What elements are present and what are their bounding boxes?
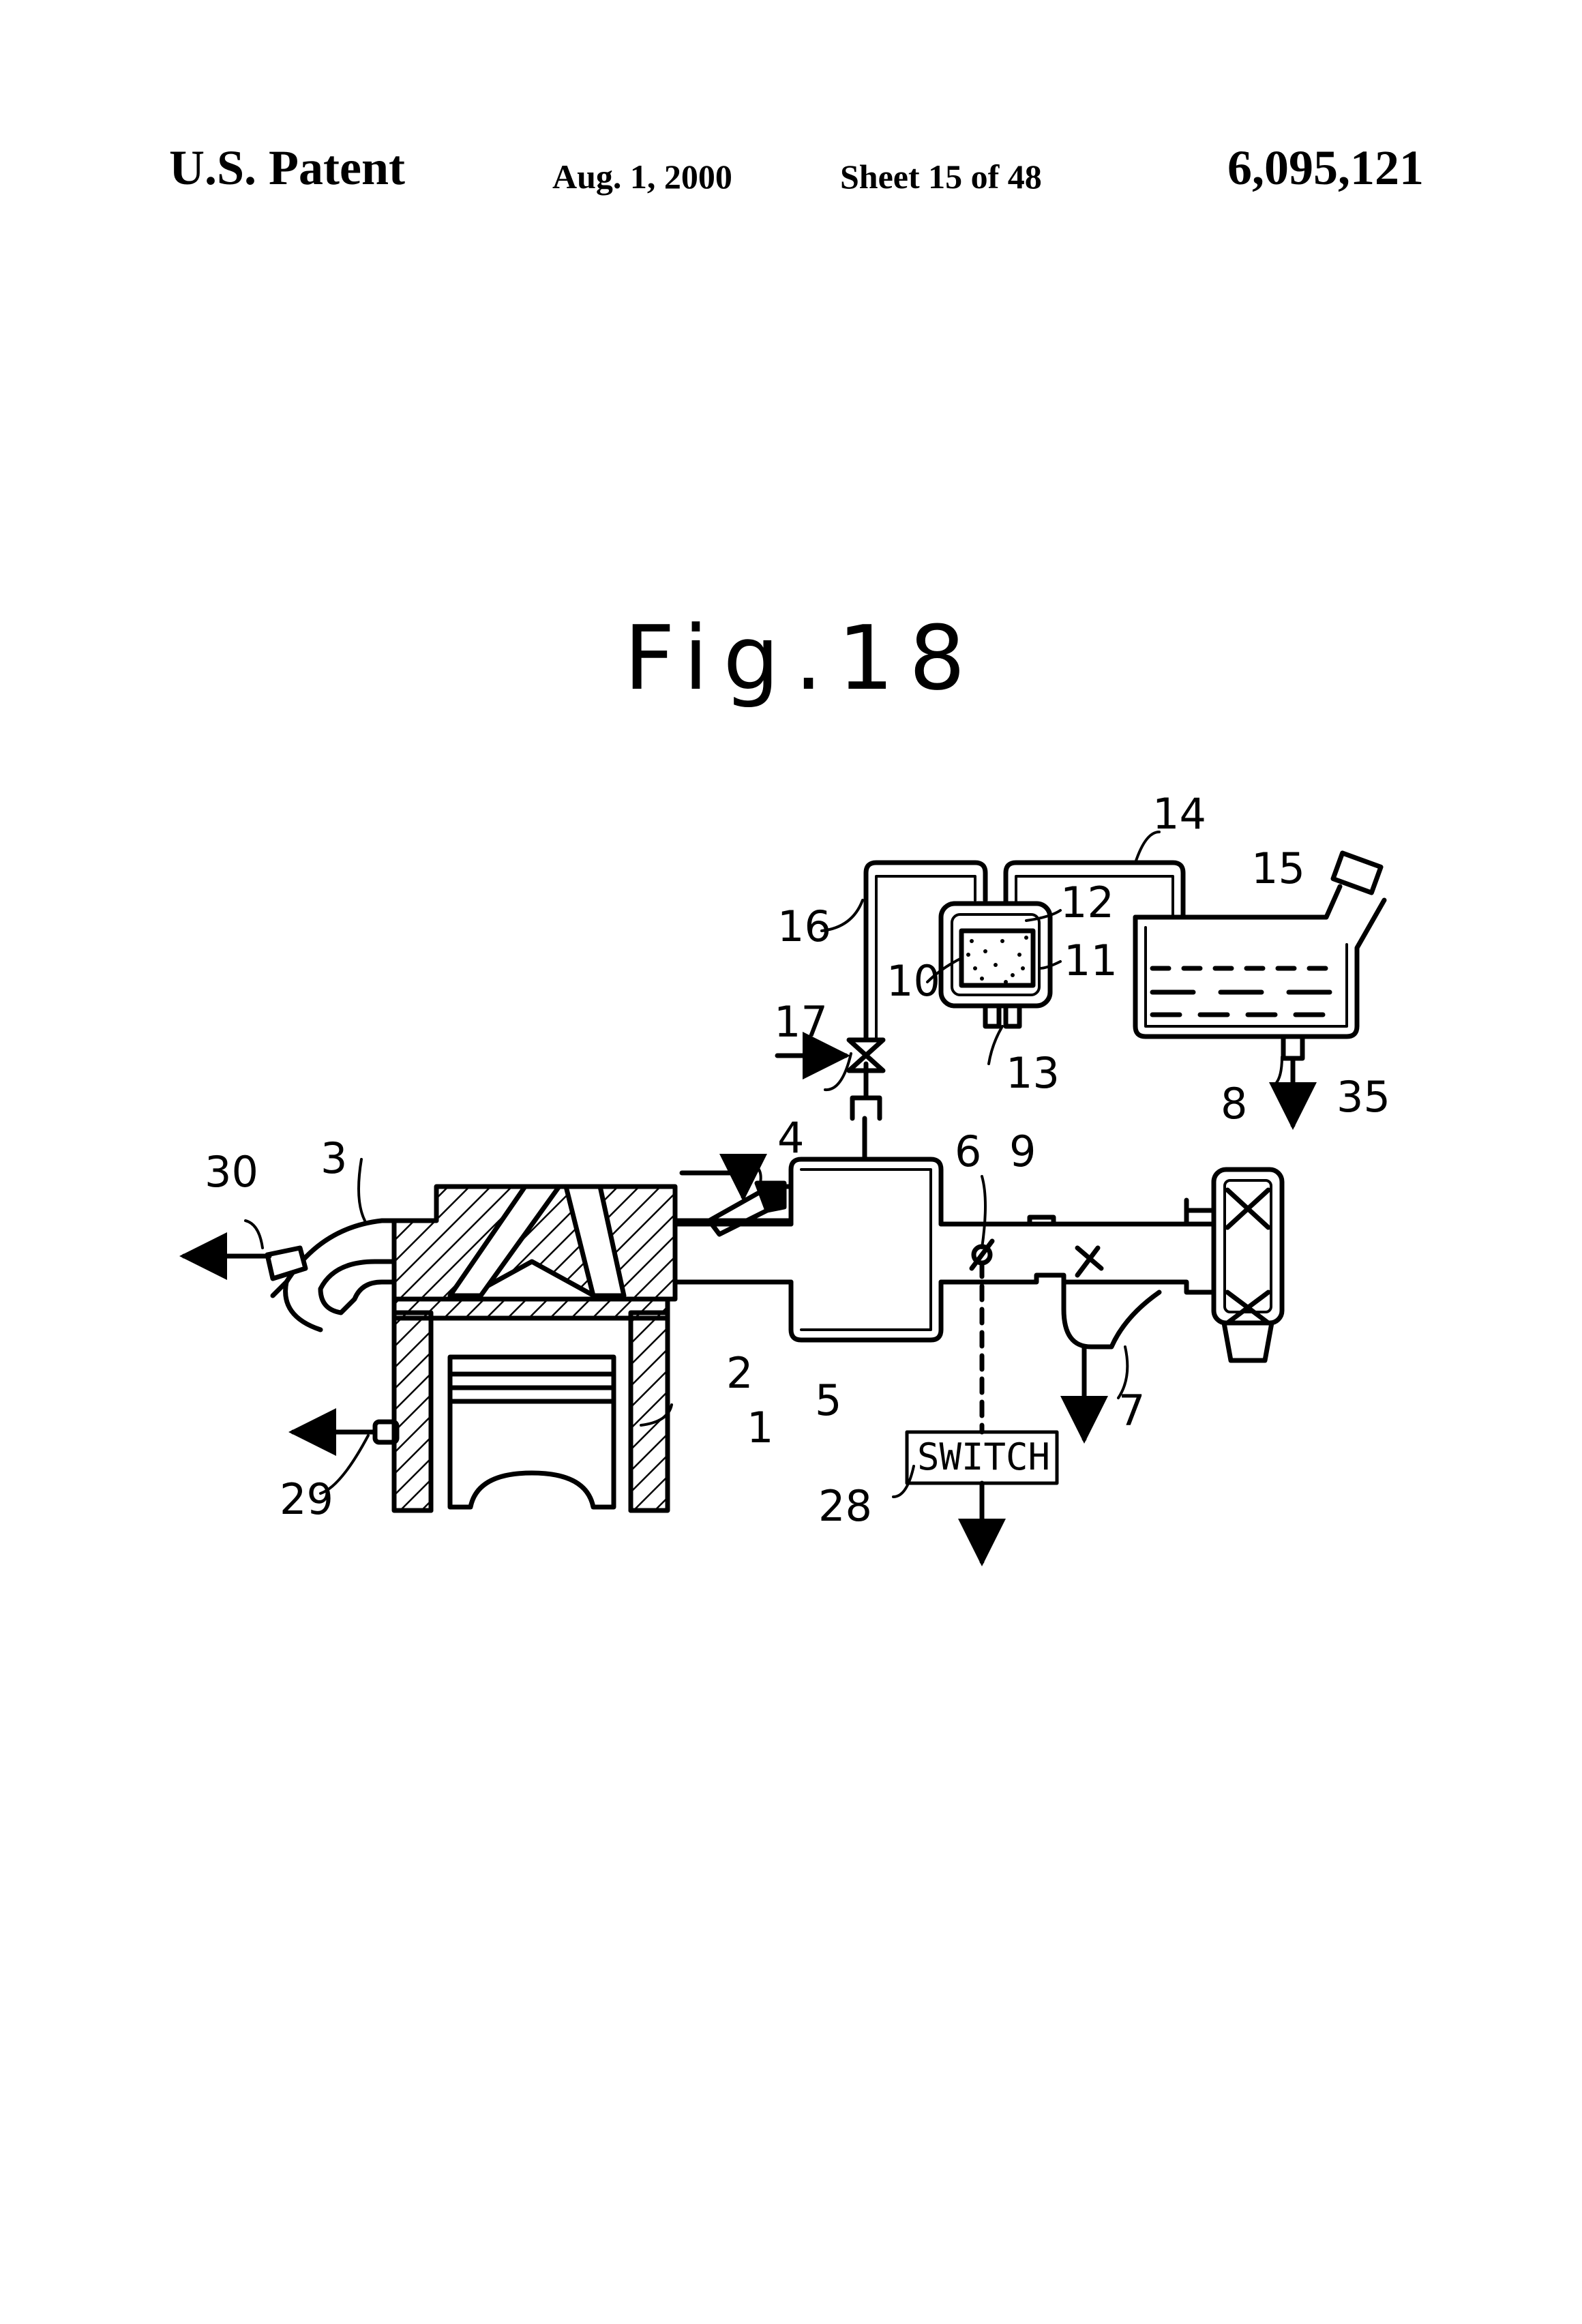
label-12: 12	[1060, 878, 1114, 927]
throttle-pipe	[941, 1210, 1214, 1292]
label-17: 17	[774, 997, 828, 1047]
label-28: 28	[818, 1481, 872, 1531]
label-14: 14	[1152, 789, 1206, 839]
label-16: 16	[777, 902, 831, 951]
label-6: 6	[955, 1127, 981, 1176]
cylinder-head	[394, 1187, 675, 1299]
label-29: 29	[280, 1474, 333, 1524]
label-2: 2	[726, 1348, 753, 1398]
sensor-30	[184, 1248, 305, 1279]
sensor-29	[293, 1422, 397, 1442]
air-cleaner	[1186, 1170, 1282, 1360]
label-10: 10	[886, 956, 940, 1006]
label-3: 3	[320, 1133, 347, 1183]
label-1: 1	[747, 1403, 773, 1452]
label-9: 9	[1009, 1127, 1036, 1176]
cylinder-block	[394, 1299, 668, 1510]
label-13: 13	[1006, 1048, 1060, 1098]
label-7: 7	[1118, 1386, 1145, 1435]
charcoal-canister	[941, 904, 1050, 1026]
switch-label: SWITCH	[917, 1435, 1050, 1478]
figure-title: Fig.18	[624, 606, 981, 710]
label-30: 30	[205, 1147, 258, 1197]
label-11: 11	[1064, 936, 1118, 985]
label-35: 35	[1337, 1072, 1390, 1122]
label-4: 4	[777, 1113, 804, 1163]
label-8: 8	[1221, 1079, 1247, 1129]
surge-tank	[791, 1159, 941, 1340]
label-15: 15	[1251, 844, 1305, 893]
label-5: 5	[815, 1375, 841, 1425]
